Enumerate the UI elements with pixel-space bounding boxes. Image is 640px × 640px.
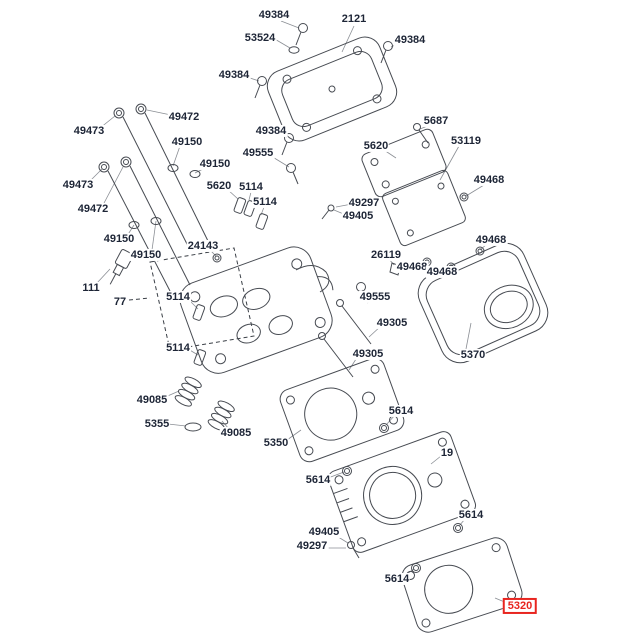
gasket-5370 <box>417 242 549 364</box>
part-label[interactable]: 49555 <box>241 146 275 160</box>
part-label[interactable]: 5620 <box>205 179 233 193</box>
dowel-pins <box>342 423 463 573</box>
part-label[interactable]: 53119 <box>450 134 482 148</box>
part-label[interactable]: 5114 <box>252 195 278 209</box>
dashed-region-77 <box>128 247 255 351</box>
part-label[interactable]: 49384 <box>257 8 291 22</box>
part-label[interactable]: 49150 <box>170 135 204 149</box>
spring-seat-5355 <box>184 422 202 432</box>
part-label[interactable]: 5614 <box>383 572 411 586</box>
part-label[interactable]: 5614 <box>457 508 485 522</box>
part-label[interactable]: 49305 <box>351 347 385 361</box>
part-label[interactable]: 5620 <box>362 139 390 153</box>
part-label[interactable]: 49468 <box>425 265 459 279</box>
part-label[interactable]: 5114 <box>238 180 264 194</box>
part-label[interactable]: 111 <box>81 281 101 295</box>
part-label[interactable]: 49384 <box>254 124 288 138</box>
part-label[interactable]: 49473 <box>61 178 95 192</box>
part-label[interactable]: 5614 <box>304 473 332 487</box>
part-label[interactable]: 49468 <box>474 233 508 247</box>
valve-cover <box>266 36 398 142</box>
part-label[interactable]: 49085 <box>135 393 169 407</box>
part-label[interactable]: 5614 <box>387 404 415 418</box>
cylinder-head <box>179 246 334 374</box>
part-label[interactable]: 77 <box>112 295 128 309</box>
part-label[interactable]: 5355 <box>143 417 171 431</box>
part-label[interactable]: 49085 <box>219 426 253 440</box>
cylinder-block <box>327 431 477 553</box>
spark-plug <box>109 249 134 285</box>
part-label[interactable]: 53524 <box>243 31 277 45</box>
part-label[interactable]: 5114 <box>165 341 191 355</box>
part-label[interactable]: 49297 <box>347 196 381 210</box>
valve-small-parts <box>192 197 269 366</box>
part-label[interactable]: 49150 <box>129 248 163 262</box>
part-label[interactable]: 49405 <box>341 209 375 223</box>
screw-49405-bottom <box>347 541 360 559</box>
flange-bolts-49384 <box>254 23 393 156</box>
part-label[interactable]: 49305 <box>375 316 409 330</box>
part-label[interactable]: 26119 <box>370 248 402 262</box>
part-label[interactable]: 2121 <box>340 12 368 26</box>
part-label[interactable]: 49472 <box>167 110 201 124</box>
part-label[interactable]: 5350 <box>262 436 290 450</box>
part-label[interactable]: 49555 <box>358 290 392 304</box>
grommet-53524 <box>288 46 300 54</box>
part-label[interactable]: 49473 <box>72 124 106 138</box>
part-label[interactable]: 5114 <box>165 290 191 304</box>
part-label-highlighted[interactable]: 5320 <box>502 597 538 615</box>
part-label[interactable]: 49150 <box>102 232 136 246</box>
base-gasket-5320 <box>401 537 523 633</box>
part-label[interactable]: 49384 <box>217 68 251 82</box>
plate-5620 <box>361 128 447 198</box>
head-gasket-5350 <box>279 357 405 463</box>
part-label[interactable]: 49150 <box>198 157 232 171</box>
part-label[interactable]: 49472 <box>76 202 110 216</box>
part-label[interactable]: 5370 <box>459 348 487 362</box>
stud-bolts-left <box>98 103 209 292</box>
part-label[interactable]: 19 <box>439 446 455 460</box>
part-label[interactable]: 5687 <box>422 114 450 128</box>
bolts-49305 <box>318 299 372 378</box>
part-label[interactable]: 49384 <box>393 33 427 47</box>
part-label[interactable]: 49297 <box>295 539 329 553</box>
part-label[interactable]: 49468 <box>395 260 429 274</box>
head-port <box>295 265 330 293</box>
plate-53119 <box>382 169 466 247</box>
part-label[interactable]: 49405 <box>307 525 341 539</box>
part-label[interactable]: 24143 <box>186 239 220 253</box>
part-label[interactable]: 49468 <box>472 173 506 187</box>
screw-49405-top <box>321 204 335 220</box>
